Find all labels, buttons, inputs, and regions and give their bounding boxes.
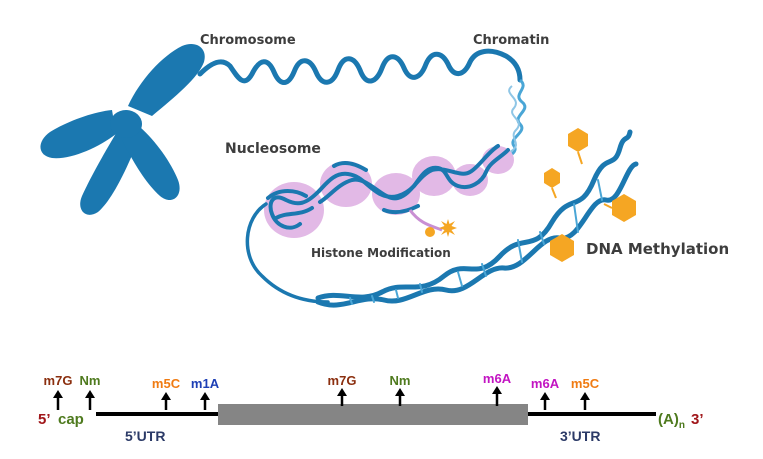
histone-mark-icon bbox=[425, 227, 435, 237]
arrowhead-icon bbox=[161, 392, 171, 400]
arrowhead-icon bbox=[337, 388, 347, 396]
dna-methylation-label: DNA Methylation bbox=[586, 240, 729, 258]
modification-marker: m5C bbox=[571, 376, 600, 410]
chromatin-fiber bbox=[197, 48, 523, 85]
modification-marker: m5C bbox=[152, 376, 181, 410]
nucleosome-array bbox=[245, 144, 514, 304]
methyl-hexagon-icon bbox=[612, 194, 636, 222]
modification-marker: m1A bbox=[191, 376, 220, 410]
five-prime-label: 5’ bbox=[38, 411, 51, 428]
mrna-strand bbox=[96, 404, 656, 425]
modification-label: Nm bbox=[80, 373, 101, 388]
modification-marker: m7G bbox=[328, 373, 357, 406]
chromosome-icon bbox=[40, 43, 205, 215]
arrowhead-icon bbox=[492, 386, 502, 394]
dna-double-helix bbox=[315, 129, 639, 308]
chromatin-coil bbox=[502, 78, 527, 167]
cap-label: cap bbox=[58, 411, 84, 428]
arrowhead-icon bbox=[540, 392, 550, 400]
arrowhead-icon bbox=[200, 392, 210, 400]
modification-label: m7G bbox=[328, 373, 357, 388]
histone-bead bbox=[372, 173, 420, 215]
chromatin-label: Chromatin bbox=[473, 33, 549, 48]
arrowhead-icon bbox=[580, 392, 590, 400]
arrowhead-icon bbox=[53, 390, 63, 398]
methyl-hexagon-icon bbox=[568, 128, 588, 152]
modification-marker: m6A bbox=[483, 371, 512, 406]
modification-label: m6A bbox=[531, 376, 560, 391]
nucleosome-label: Nucleosome bbox=[225, 141, 321, 157]
modification-label: m7G bbox=[44, 373, 73, 388]
modification-marker: m6A bbox=[531, 376, 560, 410]
modification-marker: Nm bbox=[390, 373, 411, 406]
modification-label: m5C bbox=[571, 376, 600, 391]
modification-label: m6A bbox=[483, 371, 512, 386]
polya-label: (A)n bbox=[658, 411, 685, 431]
mrna-cds-box bbox=[218, 404, 528, 425]
arrowhead-icon bbox=[395, 388, 405, 396]
utr5-label: 5’UTR bbox=[125, 428, 165, 444]
histone-bead bbox=[412, 156, 456, 196]
histone-tail bbox=[408, 209, 443, 232]
modification-label: m1A bbox=[191, 376, 220, 391]
arrowhead-icon bbox=[85, 390, 95, 398]
three-prime-label: 3’ bbox=[691, 411, 704, 428]
dna-linker bbox=[245, 202, 330, 304]
chromosome-label: Chromosome bbox=[200, 33, 296, 48]
modification-label: Nm bbox=[390, 373, 411, 388]
methyl-hexagon-icon bbox=[544, 168, 560, 188]
modification-markers: m7G Nm m5C m1A m7G Nm m6A m6A m5C bbox=[44, 371, 600, 410]
utr3-label: 3’UTR bbox=[560, 428, 600, 444]
modification-marker: Nm bbox=[80, 373, 101, 410]
modification-marker: m7G bbox=[44, 373, 73, 410]
modification-label: m5C bbox=[152, 376, 181, 391]
methyl-hexagon-icon bbox=[550, 234, 574, 262]
histone-modification-label: Histone Modification bbox=[311, 246, 451, 260]
methyl-group-icons bbox=[544, 128, 636, 262]
histone-mark-star-icon bbox=[439, 219, 457, 237]
